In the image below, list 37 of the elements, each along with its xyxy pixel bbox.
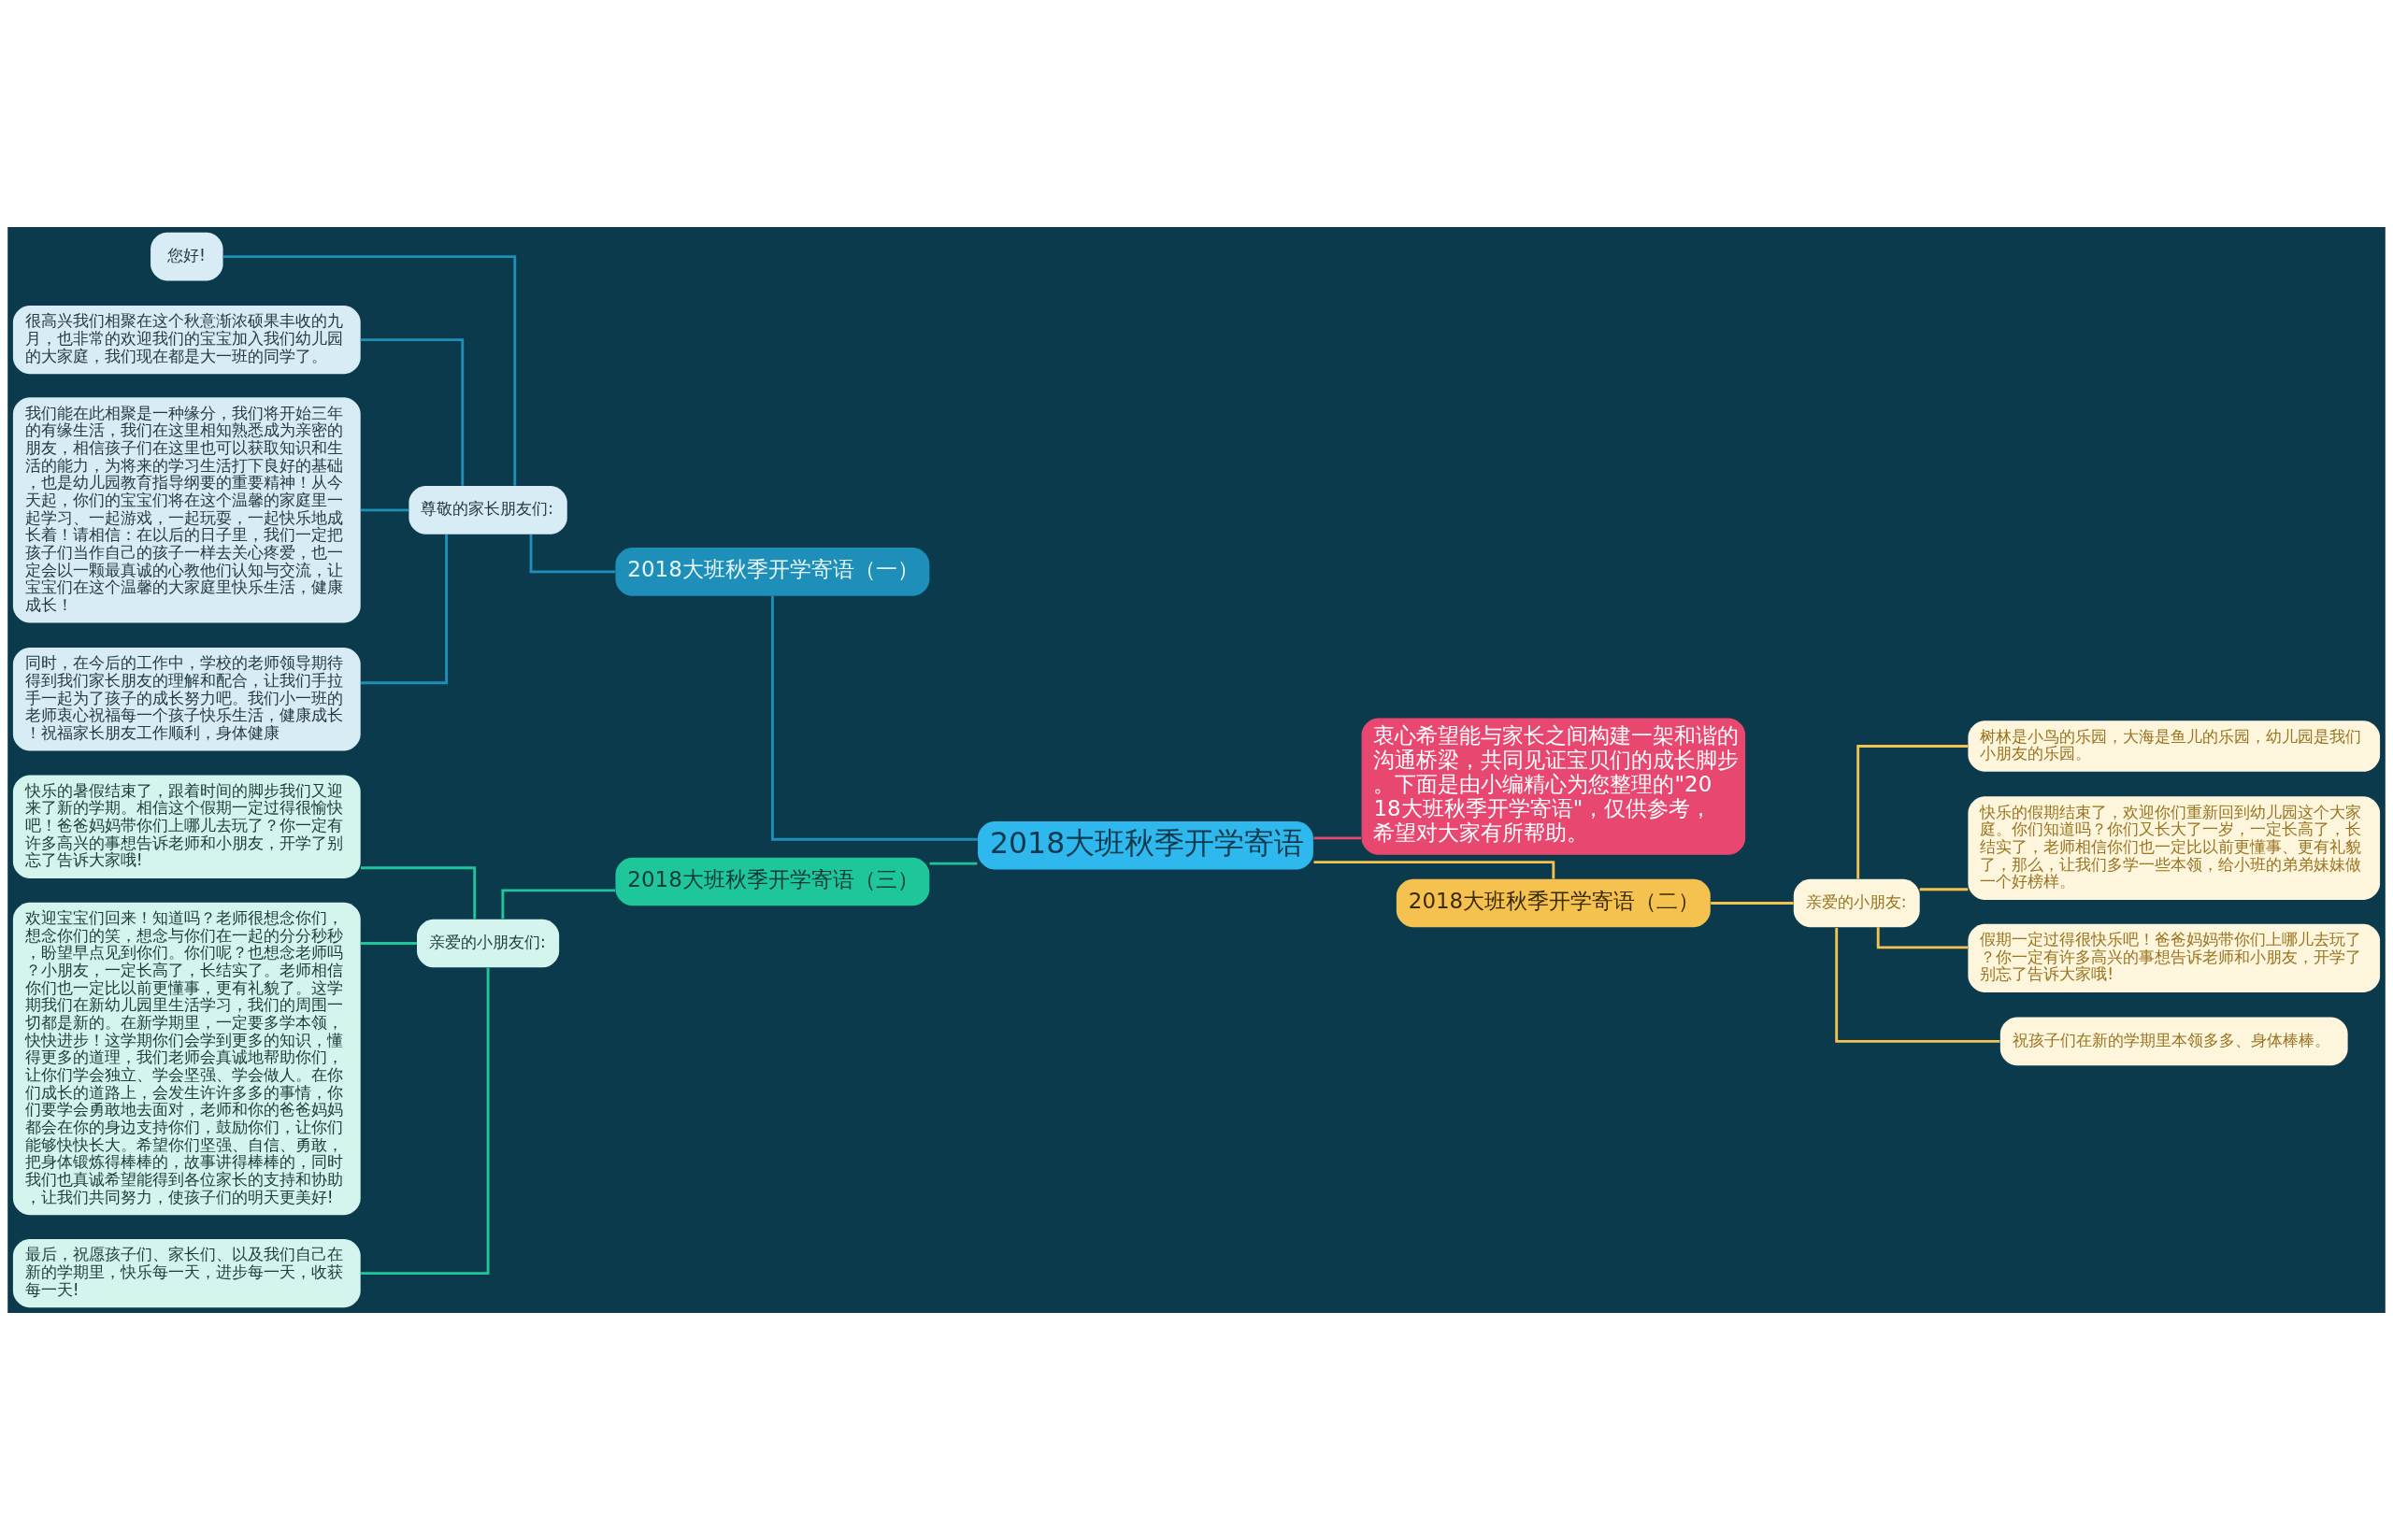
node-box: 欢迎宝宝们回来！知道吗？老师很想念你们，想念你们的笑，想念与你们在一起的分分秒秒，盼望早点见到你们。你们呢？也想念老师吗？小朋友，一定长高了，长结实了。老师相信你们也一定比以前更懂事，更有礼貌了。这学期我们在新幼儿园里生活学习，我们的周围一切都是新的。在新学期里，一定要多学本领，快快进步！这学期你们会学到更多的知识，懂得更多的道理，我们老师会真诚地帮助你们，让你们学会独立、学会坚强、学会做人。在你们成长的道路上，会发生许许多多的事情，你们要学会勇敢地去面对，老师和你的爸爸妈妈都会在你的身边支持你们，鼓励你们，让你们能够快快长大。希望你们坚强、自信、勇敢，把身体锻炼得棒棒的，故事讲得棒棒的，同时我们也真诚希望能得到各位家长的支持和协助，让我们共同努力，使孩子们的明天更美好! (12, 902, 361, 1216)
node-box: 最后，祝愿孩子们、家长们、以及我们自己在新的学期里，快乐每一天，进步每一天，收获每一天! (12, 1239, 361, 1308)
node-box: 您好! (150, 232, 223, 281)
connector (360, 534, 448, 685)
connector (360, 942, 417, 945)
node-box: 快乐的假期结束了，欢迎你们重新回到幼儿园这个大家庭。你们知道吗？你们又长大了一岁，一定长高了，长结实了，老师相信你们也一定比以前更懂事、更有礼貌了，那么，让我们多学一些本领，给小班的弟弟妹妹做一个好榜样。 (1968, 796, 2381, 900)
node-box: 快乐的暑假结束了，跟着时间的脚步我们又迎来了新的学期。相信这个假期一定过得很愉快吧！爸爸妈妈带你们上哪儿去玩了？你一定有许多高兴的事想告诉老师和小朋友，开学了别忘了告诉大家哦! (12, 775, 361, 878)
connector (1711, 902, 1794, 905)
connector (361, 866, 477, 920)
connector (1313, 836, 1361, 840)
connector (1313, 861, 1555, 879)
node-box: 假期一定过得很快乐吧！爸爸妈妈带你们上哪儿去玩了？你一定有许多高兴的事想告诉老师和小朋友，开学了别忘了告诉大家哦! (1968, 923, 2381, 992)
node-box: 很高兴我们相聚在这个秋意渐浓硕果丰收的九月，也非常的欢迎我们的宝宝加入我们幼儿园的大家庭，我们现在都是大一班的同学了。 (12, 305, 361, 375)
connector (501, 889, 616, 920)
node-box: 我们能在此相聚是一种缘分，我们将开始三年的有缘生活，我们在这里相知熟悉成为亲密的朋友，相信孩子们在这里也可以获取知识和生活的能力，为将来的学习生活打下良好的基础，也是幼儿园教育指导纲要的重要精神！从今天起，你们的宝宝们将在这个温馨的家庭里一起学习、一起游戏，一起玩耍，一起快乐地成长着！请相信：在以后的日子里，我们一定把孩子们当作自己的孩子一样去关心疼爱，也一定会以一颗最真诚的心教他们认知与交流，让宝宝们在这个温馨的大家庭里快乐生活，健康成长！ (12, 397, 361, 623)
node-box: 同时，在今后的工作中，学校的老师领导期待得到我们家长朋友的理解和配合，让我们手拉手一起为了孩子的成长努力吧。我们小一班的老师衷心祝福每一个孩子快乐生活，健康成长！祝福家长朋友工作顺利，身体健康 (12, 648, 361, 751)
node-box: 2018大班秋季开学寄语（一） (615, 548, 930, 596)
node-box: 2018大班秋季开学寄语（二） (1396, 878, 1711, 928)
connector (929, 862, 978, 865)
node-box: 亲爱的小朋友: (1793, 878, 1920, 928)
connector (1876, 927, 1969, 949)
node-box: 祝孩子们在新的学期里本领多多、身体棒棒。 (1999, 1017, 2348, 1066)
connector (360, 967, 490, 1276)
node-box: 2018大班秋季开学寄语 (978, 820, 1313, 870)
node-box: 尊敬的家长朋友们: (408, 486, 567, 535)
connector (222, 255, 517, 486)
node-box: 2018大班秋季开学寄语（三） (615, 857, 930, 906)
connector (360, 508, 409, 512)
node-box: 树林是小鸟的乐园，大海是鱼儿的乐园，幼儿园是我们小朋友的乐园。 (1968, 720, 2381, 772)
connector (1919, 888, 1969, 891)
connector (770, 595, 978, 841)
connector (1835, 927, 2000, 1043)
connector (360, 338, 465, 486)
node-box: 亲爱的小朋友们: (417, 919, 560, 968)
node-box: 衷心希望能与家长之间构建一架和谐的沟通桥梁，共同见证宝贝们的成长脚步。下面是由小编精心为您整理的"2018大班秋季开学寄语"，仅供参考，希望对大家有所帮助。 (1361, 718, 1746, 855)
connector (1856, 745, 1968, 879)
connector (529, 535, 616, 574)
